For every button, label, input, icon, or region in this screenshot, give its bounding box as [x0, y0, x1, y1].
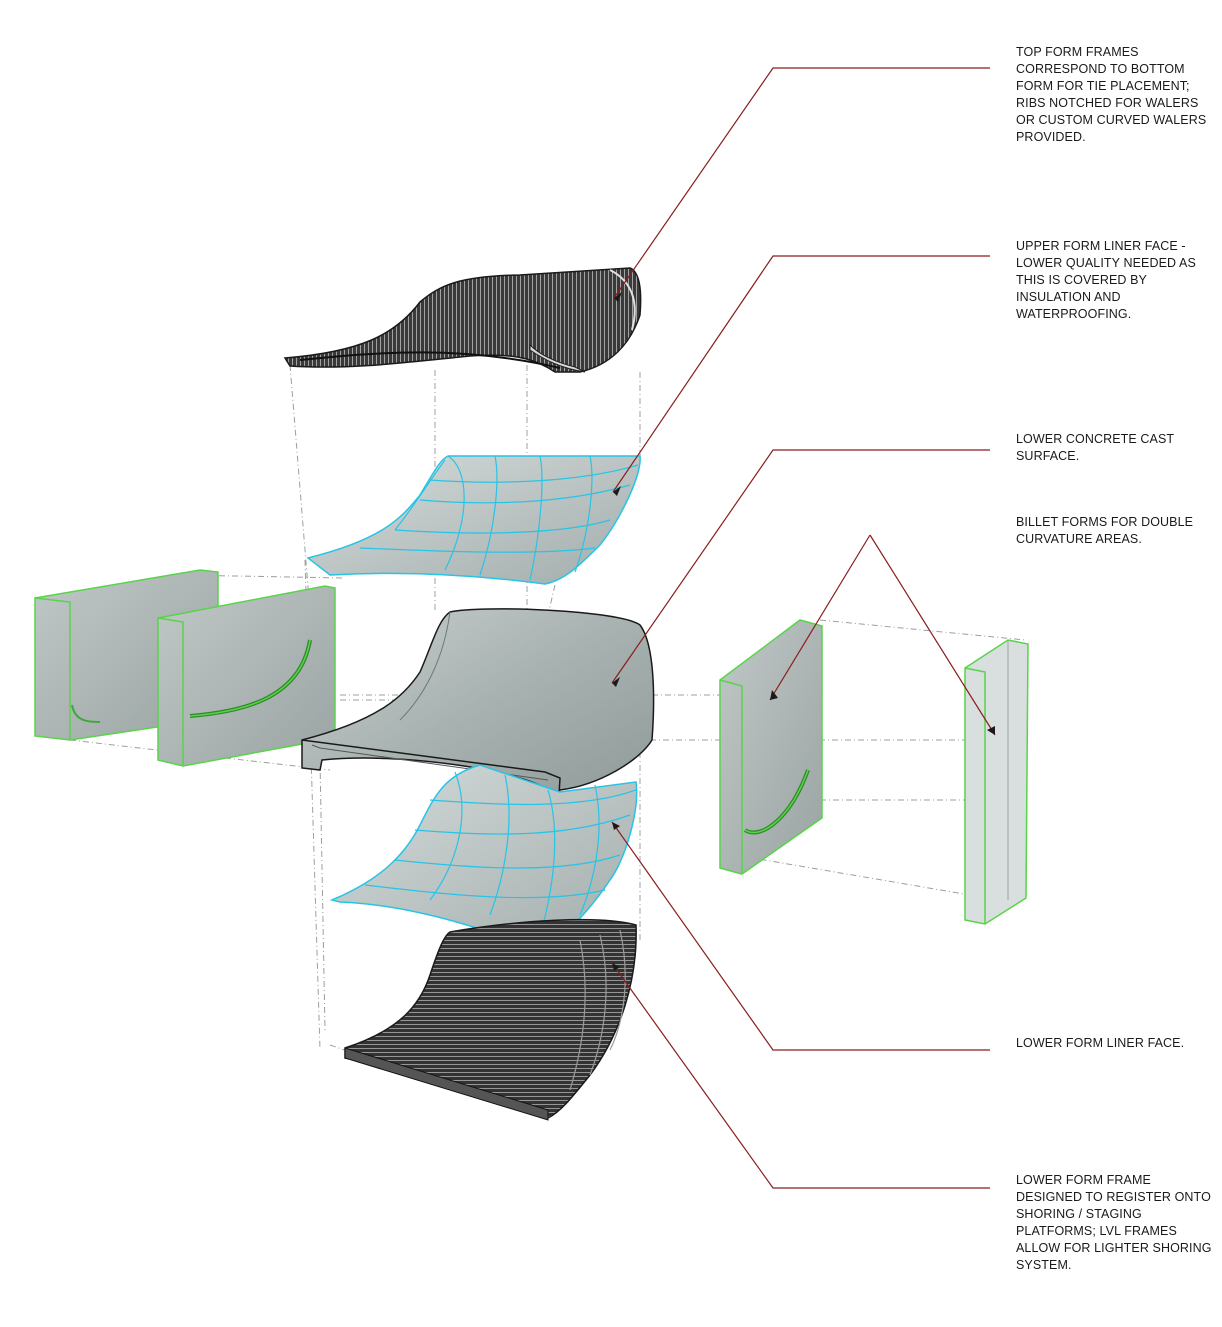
leader-arrowheads — [612, 292, 995, 971]
left-billet-forms — [34, 569, 336, 767]
annotation-lower-concrete-cast: LOWER CONCRETE CAST SURFACE. — [1016, 432, 1174, 463]
upper-form-liner — [306, 455, 641, 585]
top-form-frame — [283, 267, 642, 373]
annotation-billet-forms: BILLET FORMS FOR DOUBLE CURVATURE AREAS. — [1016, 515, 1194, 546]
lower-form-frame — [344, 918, 637, 1121]
leader-lines — [611, 67, 996, 1189]
annotation-lower-form-liner: LOWER FORM LINER FACE. — [1016, 1036, 1185, 1050]
annotation-top-form-frames: TOP FORM FRAMES CORRESPOND TO BOTTOM FOR… — [1016, 45, 1207, 144]
annotation-upper-form-liner: UPPER FORM LINER FACE - LOWER QUALITY NE… — [1016, 239, 1196, 321]
annotation-lower-form-frame: LOWER FORM FRAME DESIGNED TO REGISTER ON… — [1016, 1173, 1212, 1272]
lower-form-liner — [329, 764, 638, 953]
right-billet-forms — [719, 619, 1029, 925]
